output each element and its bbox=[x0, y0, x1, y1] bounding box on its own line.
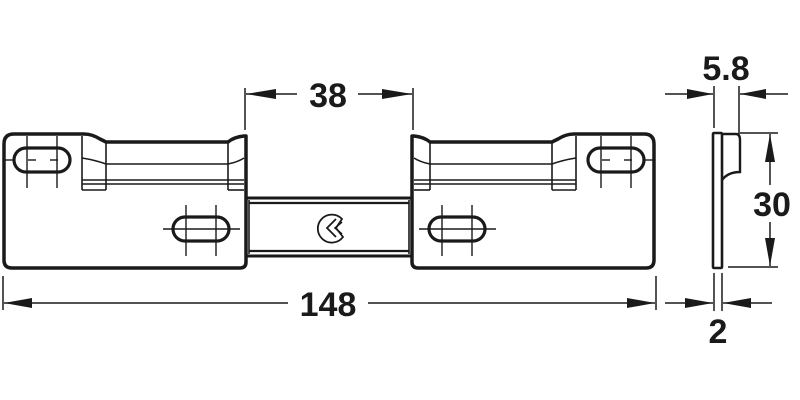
hafele-logo-icon bbox=[316, 213, 345, 244]
center-bridge bbox=[242, 196, 416, 258]
dimension-label-148: 148 bbox=[300, 286, 357, 324]
dimension-30: 30 bbox=[728, 132, 791, 268]
dimension-label-2: 2 bbox=[709, 313, 728, 351]
dimension-label-38: 38 bbox=[309, 77, 347, 115]
dimension-148: 148 bbox=[2, 276, 657, 324]
front-view bbox=[2, 132, 656, 270]
right-plate bbox=[410, 132, 656, 270]
left-plate bbox=[2, 132, 248, 270]
dimension-38: 38 bbox=[244, 77, 414, 130]
dimension-label-30: 30 bbox=[753, 186, 791, 224]
dimension-5-8: 5.8 bbox=[665, 50, 788, 132]
dimension-label-5-8: 5.8 bbox=[702, 50, 749, 88]
side-view bbox=[711, 131, 742, 270]
dimension-2: 2 bbox=[665, 273, 772, 351]
